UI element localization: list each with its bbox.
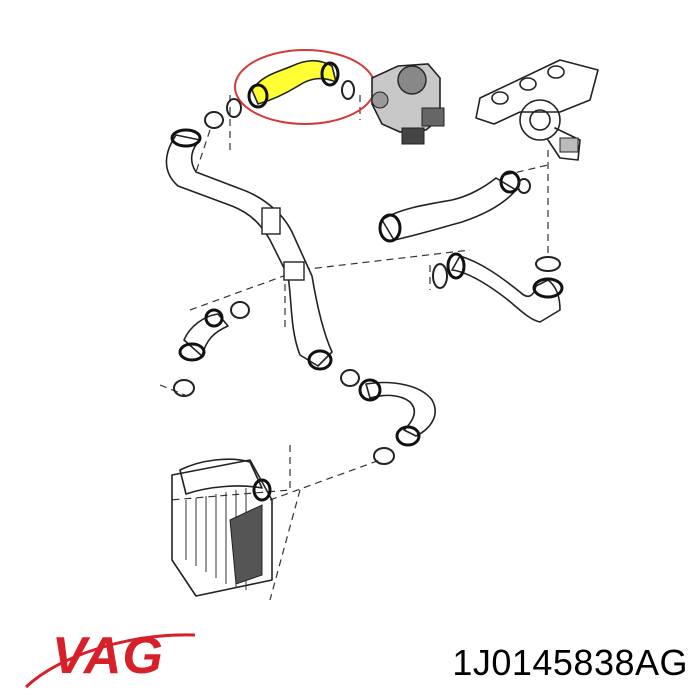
lower-middle-hose (358, 378, 436, 465)
part-number: 1J0145838AG (452, 642, 688, 683)
main-charge-pipe (165, 111, 360, 387)
hose-exploded-diagram (159, 49, 599, 601)
lower-right-elbow-hose (432, 252, 564, 323)
throttle-valve-body (371, 63, 445, 145)
upper-right-hose (378, 170, 531, 243)
turbocharger-assembly (475, 59, 599, 161)
assembly-guide-lines (159, 95, 549, 601)
intercooler (171, 458, 273, 597)
vag-logo (24, 633, 196, 689)
highlighted-hose-group (226, 49, 376, 125)
left-mid-hose (173, 301, 250, 397)
brand-name: VAG (52, 627, 164, 685)
